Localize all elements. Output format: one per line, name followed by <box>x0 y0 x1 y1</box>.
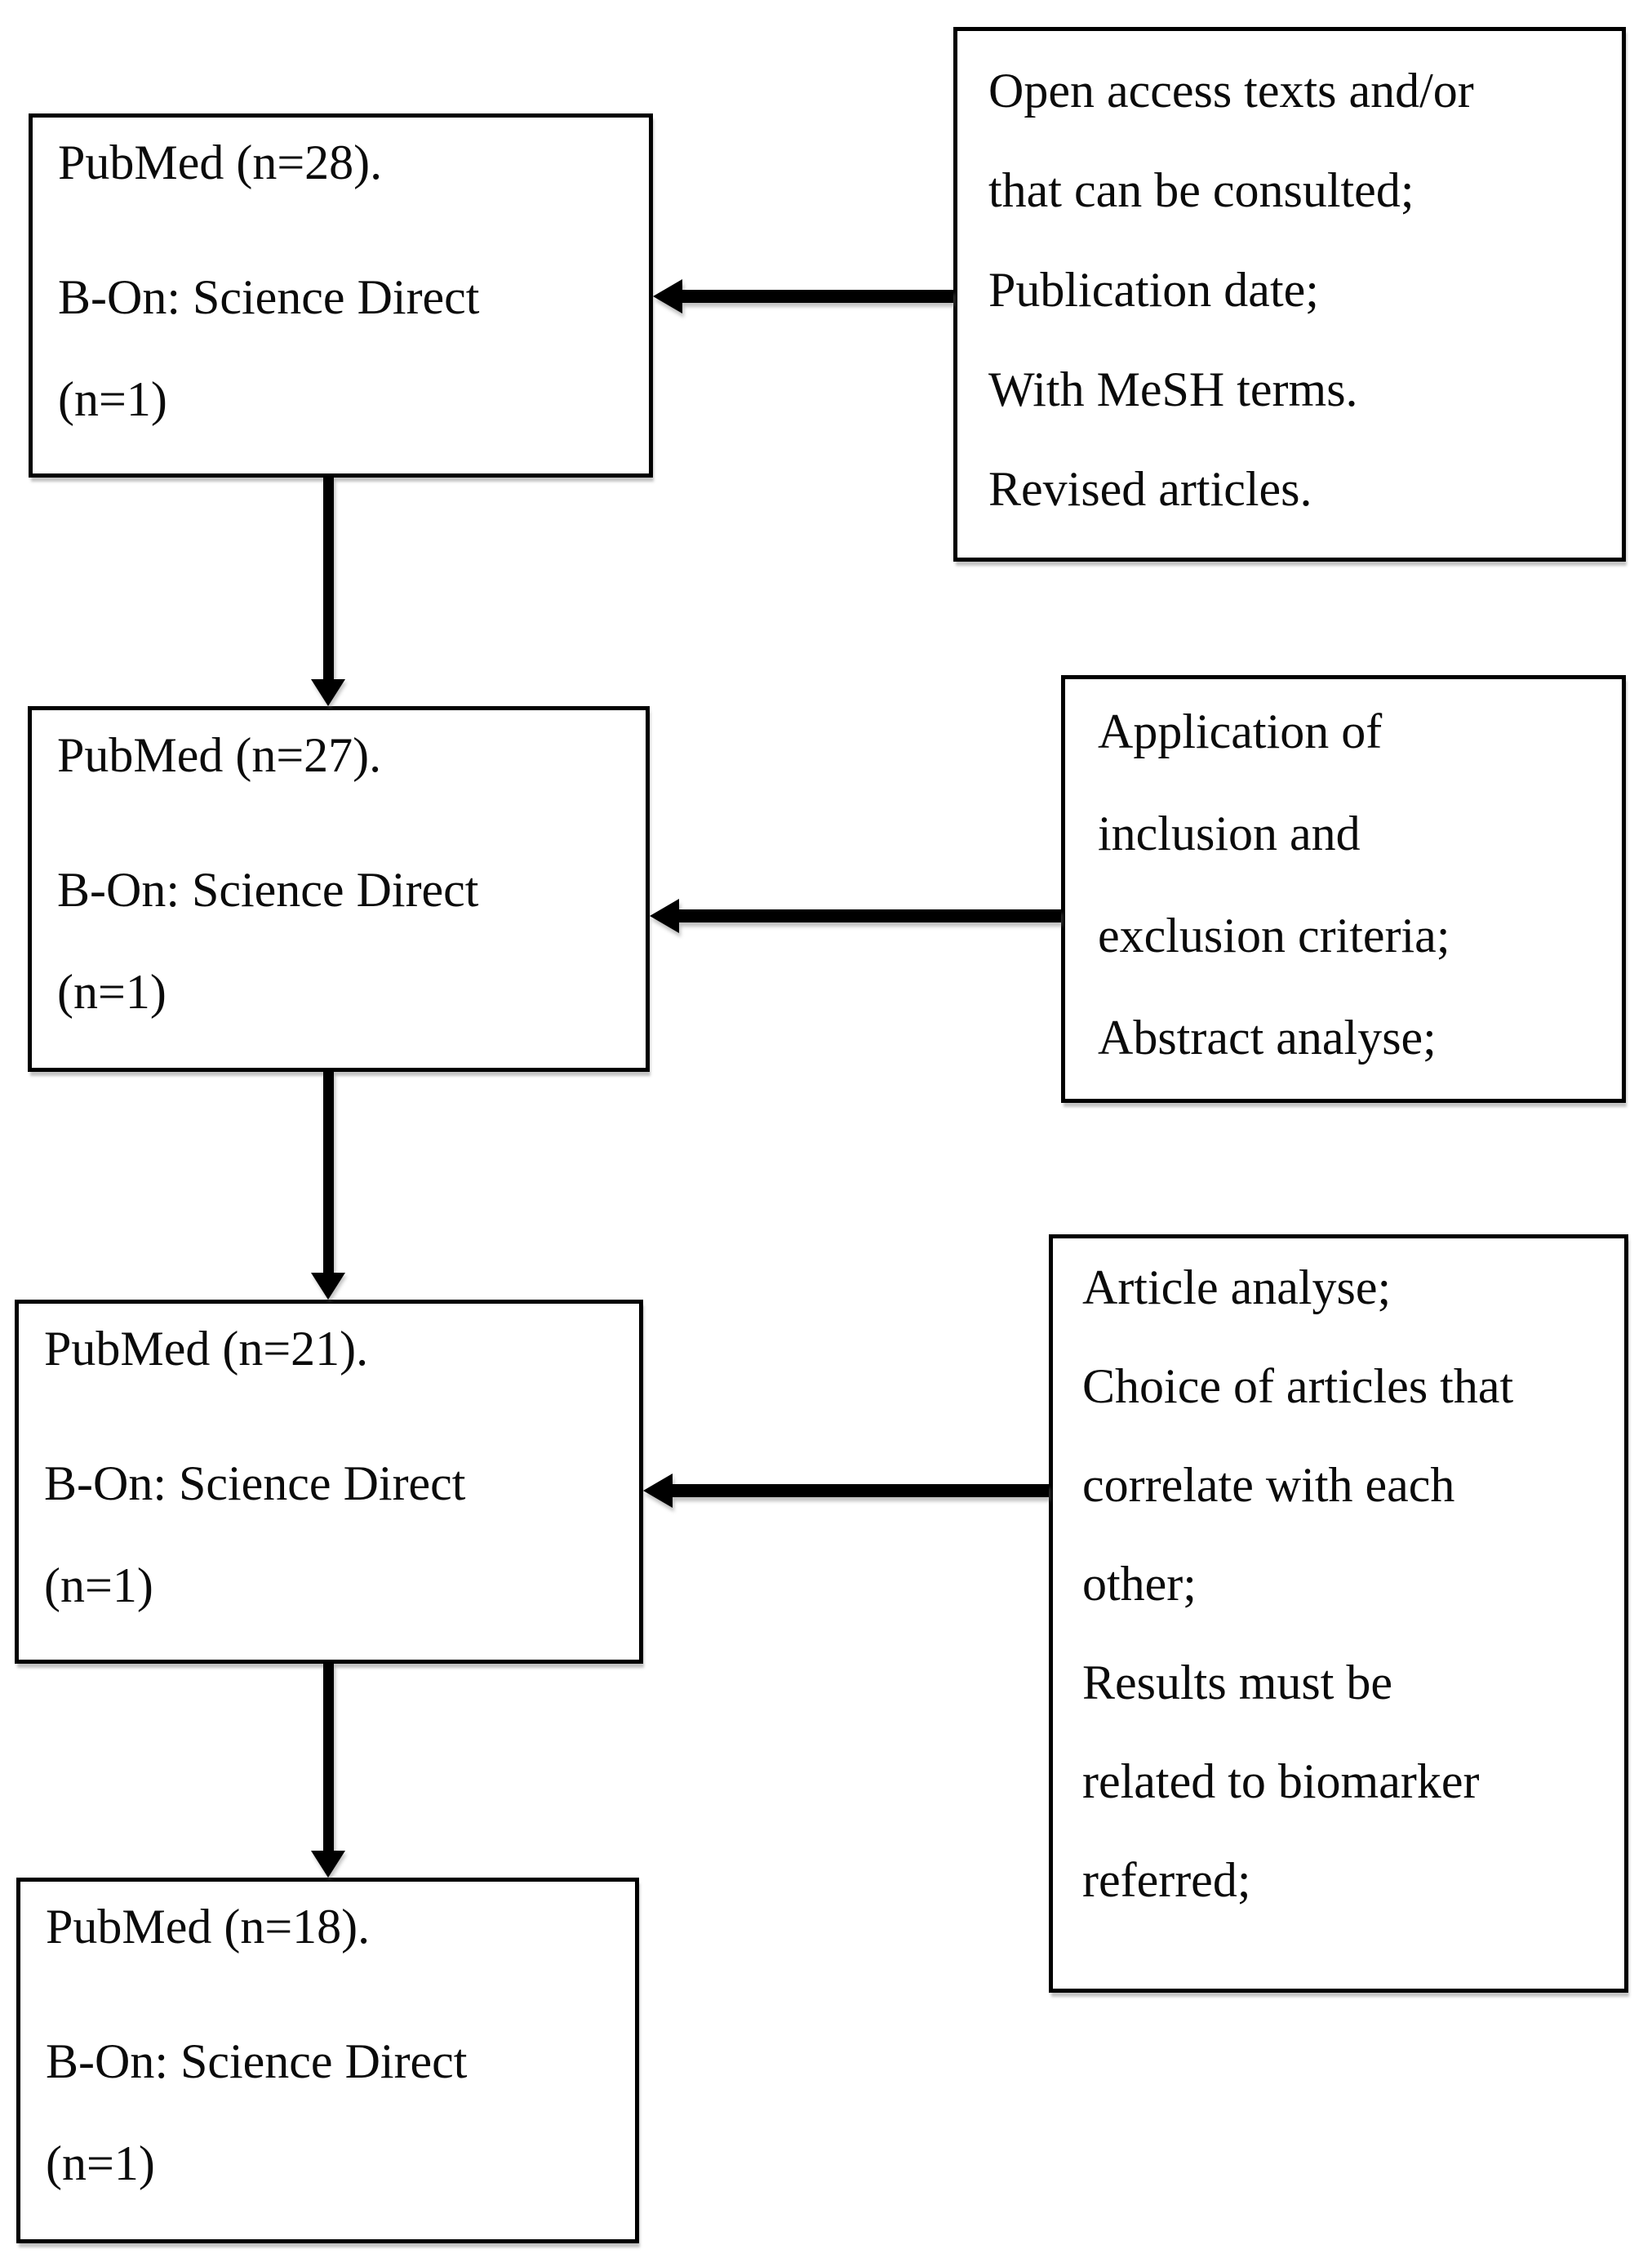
criteria-line: With MeSH terms. <box>988 362 1358 416</box>
stage-box-line: (n=1) <box>58 372 167 426</box>
criteria-line: related to biomarker <box>1082 1754 1480 1808</box>
stage-box-line: B-On: Science Direct <box>46 2034 468 2088</box>
criteria-line: Choice of articles that <box>1082 1359 1514 1413</box>
arrow-down-head-icon <box>311 1273 345 1300</box>
arrow-down-head-icon <box>311 679 345 706</box>
criteria-line: Article analyse; <box>1082 1260 1392 1314</box>
stage-box-line: (n=1) <box>44 1558 153 1612</box>
stage-box-line: B-On: Science Direct <box>58 270 480 324</box>
criteria-box-article-analysis: Article analyse; Choice of articles that… <box>1049 1234 1628 1993</box>
arrow-shaft <box>677 909 1061 922</box>
criteria-box-search-filters: Open access texts and/or that can be con… <box>953 27 1626 562</box>
stage-box-line: (n=1) <box>46 2136 155 2190</box>
stage-box-included: PubMed (n=18). B-On: Science Direct (n=1… <box>16 1878 639 2243</box>
criteria-line: that can be consulted; <box>988 163 1414 217</box>
criteria-line: referred; <box>1082 1853 1251 1907</box>
left-arrow-connector-3 <box>643 1473 1049 1509</box>
criteria-line: correlate with each <box>1082 1458 1455 1512</box>
down-arrow-connector-3 <box>310 1664 346 1878</box>
criteria-line: other; <box>1082 1557 1197 1611</box>
stage-box-line: PubMed (n=18). <box>46 1900 371 1954</box>
down-arrow-connector-1 <box>310 478 346 706</box>
criteria-line: Publication date; <box>988 263 1319 317</box>
criteria-line: Application of <box>1098 705 1383 758</box>
arrow-shaft <box>322 1072 334 1274</box>
arrow-down-head-icon <box>311 1851 345 1878</box>
stage-box-identification: PubMed (n=28). B-On: Science Direct (n=1… <box>29 113 653 478</box>
criteria-line: inclusion and <box>1098 807 1361 860</box>
stage-box-screening: PubMed (n=27). B-On: Science Direct (n=1… <box>28 706 650 1072</box>
left-arrow-connector-1 <box>653 278 953 314</box>
stage-box-eligibility: PubMed (n=21). B-On: Science Direct (n=1… <box>15 1300 643 1664</box>
arrow-shaft <box>671 1484 1049 1497</box>
criteria-line: Results must be <box>1082 1656 1393 1709</box>
stage-box-line: B-On: Science Direct <box>57 863 479 917</box>
arrow-shaft <box>681 290 953 303</box>
down-arrow-connector-2 <box>310 1072 346 1300</box>
arrow-shaft <box>322 1664 334 1852</box>
left-arrow-connector-2 <box>650 898 1061 934</box>
stage-box-line: B-On: Science Direct <box>44 1456 466 1510</box>
stage-box-line: PubMed (n=21). <box>44 1322 369 1376</box>
stage-box-line: PubMed (n=28). <box>58 136 383 189</box>
criteria-line: Revised articles. <box>988 462 1312 516</box>
criteria-line: Open access texts and/or <box>988 64 1474 118</box>
criteria-box-inclusion-exclusion: Application of inclusion and exclusion c… <box>1061 675 1626 1103</box>
criteria-line: exclusion criteria; <box>1098 909 1450 962</box>
arrow-left-head-icon <box>643 1474 673 1508</box>
arrow-left-head-icon <box>653 279 682 313</box>
arrow-shaft <box>322 478 334 681</box>
arrow-left-head-icon <box>650 899 679 933</box>
stage-box-line: PubMed (n=27). <box>57 728 382 782</box>
stage-box-line: (n=1) <box>57 965 167 1019</box>
criteria-line: Abstract analyse; <box>1098 1011 1437 1065</box>
